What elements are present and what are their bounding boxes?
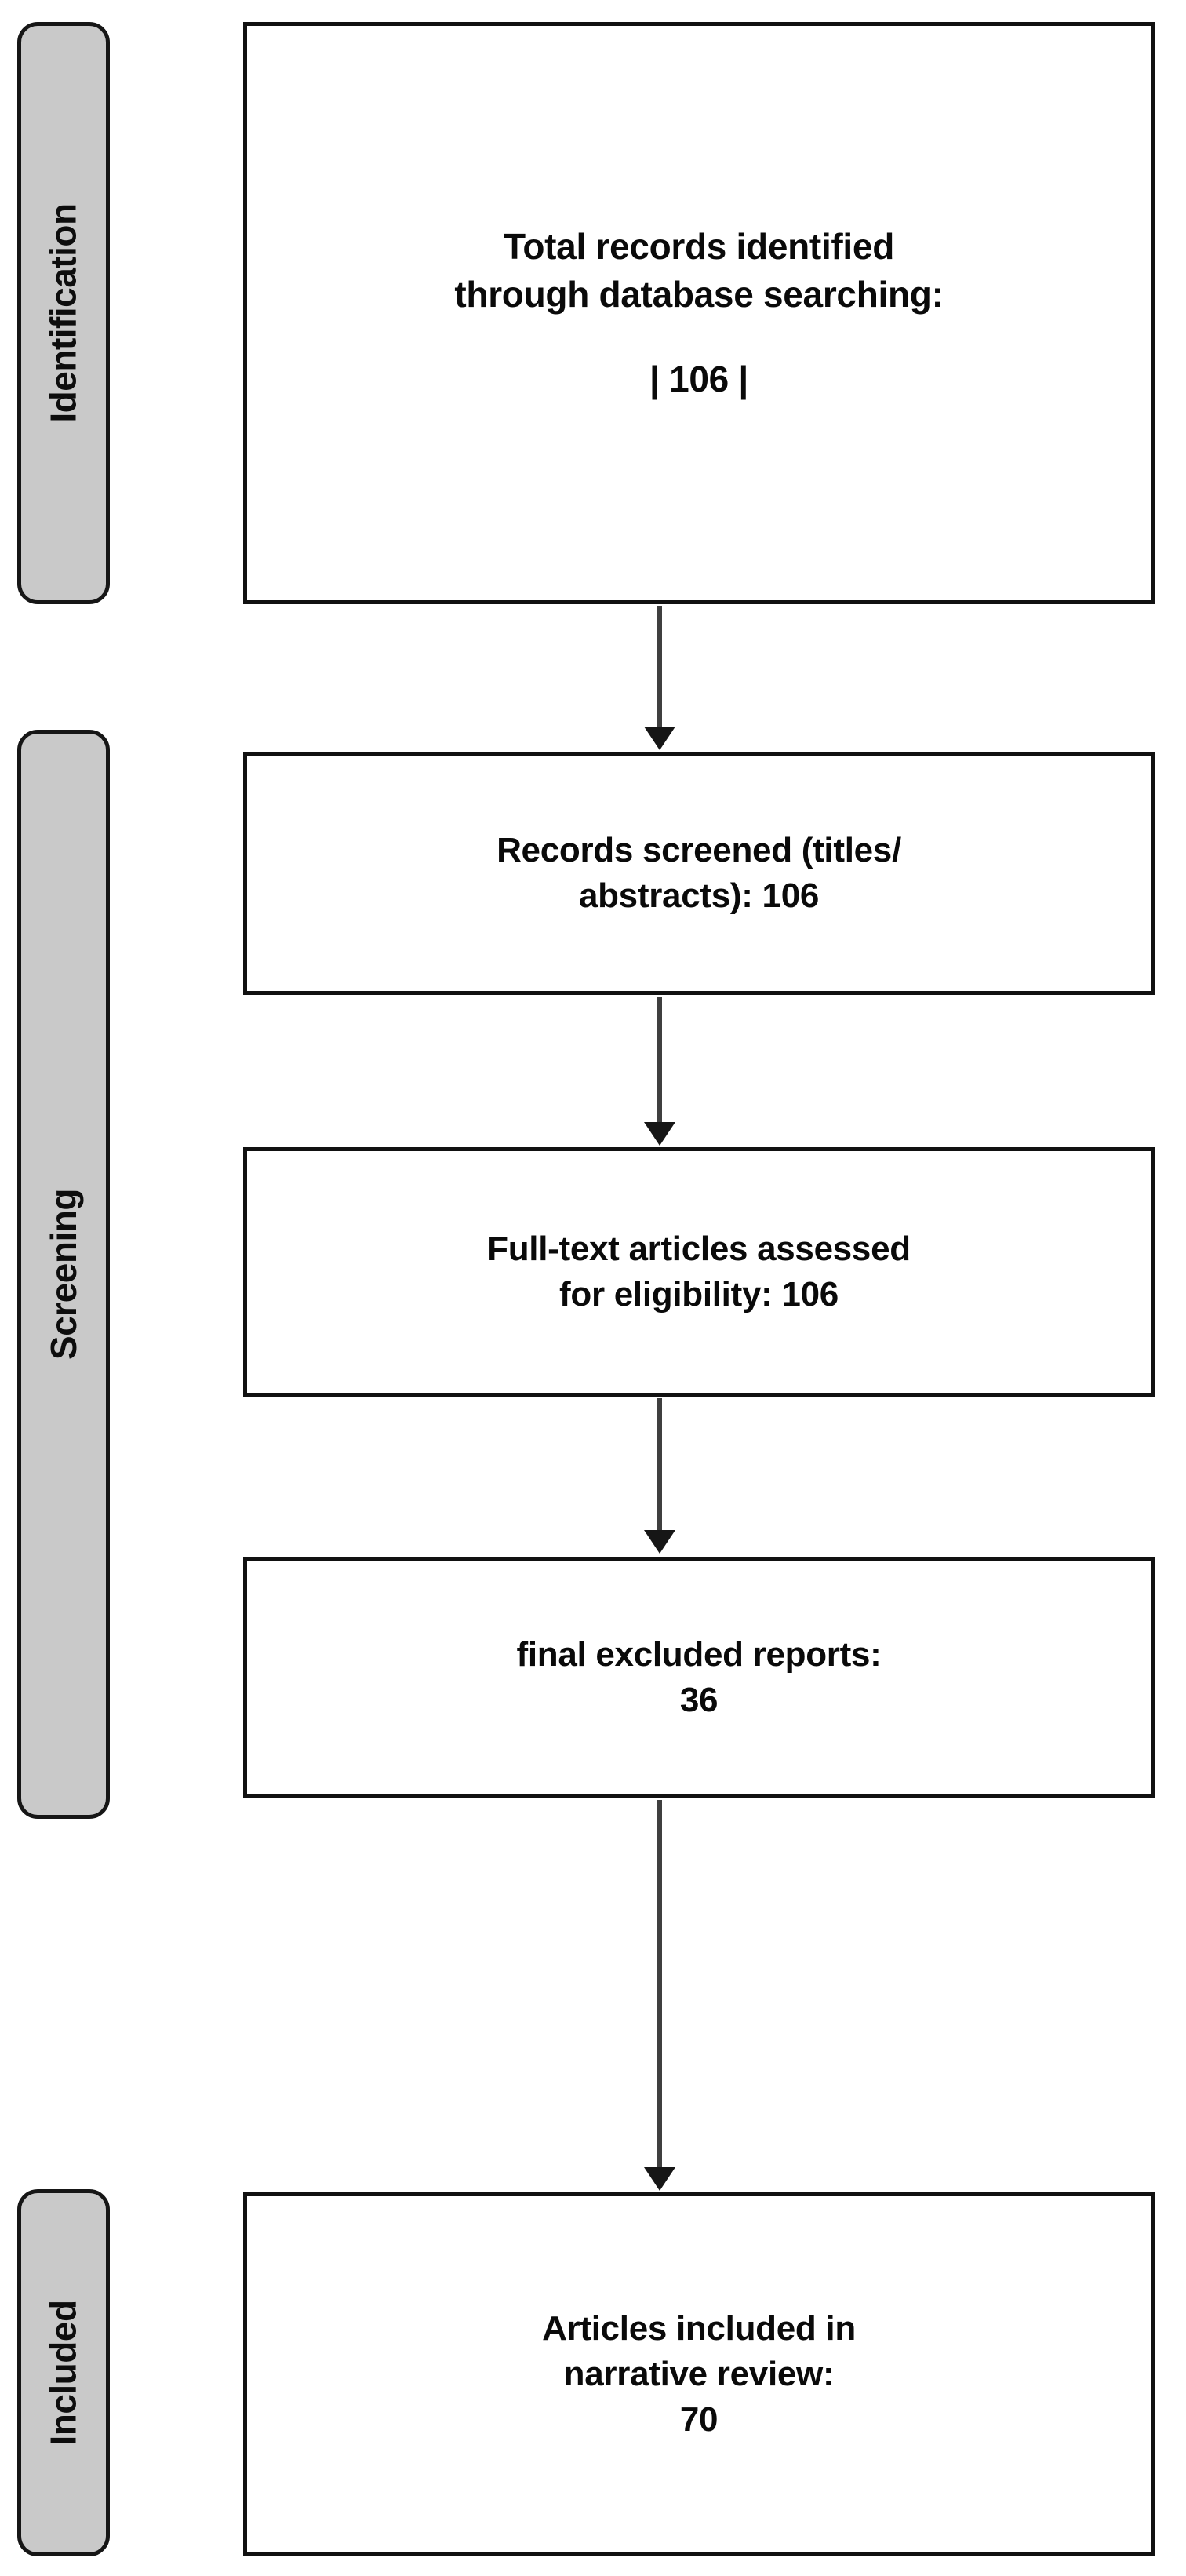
arrow-identified-to-screened	[644, 606, 675, 750]
flow-box-fulltext-assessed-title: Full-text articles assessed for eligibil…	[487, 1229, 911, 1314]
arrow-head-icon	[644, 727, 675, 750]
stage-label-identification: Identification	[17, 22, 110, 604]
flow-box-articles-included-title: Articles included in narrative review: 7…	[542, 2308, 856, 2439]
flow-box-records-identified-title: Total records identified through databas…	[454, 225, 944, 315]
flow-box-fulltext-assessed: Full-text articles assessed for eligibil…	[243, 1147, 1155, 1397]
flow-box-articles-included: Articles included in narrative review: 7…	[243, 2192, 1155, 2556]
arrow-head-icon	[644, 2167, 675, 2191]
flow-box-records-screened-title: Records screened (titles/ abstracts): 10…	[497, 830, 901, 915]
flow-box-final-excluded-reports: final excluded reports: 36	[243, 1557, 1155, 1798]
stage-label-included-text: Included	[43, 2300, 84, 2446]
flow-box-records-screened: Records screened (titles/ abstracts): 10…	[243, 752, 1155, 995]
stage-label-screening-text: Screening	[43, 1189, 85, 1360]
flow-box-final-excluded-reports-title: final excluded reports: 36	[516, 1634, 882, 1719]
arrow-head-icon	[644, 1122, 675, 1146]
arrow-head-icon	[644, 1530, 675, 1554]
flow-box-records-identified-count: | 106 |	[649, 359, 748, 400]
flow-box-records-identified: Total records identified through databas…	[243, 22, 1155, 604]
stage-label-included: Included	[17, 2189, 110, 2556]
arrow-excluded-to-included	[644, 1800, 675, 2191]
arrow-fulltext-to-excluded	[644, 1398, 675, 1554]
stage-label-screening: Screening	[17, 730, 110, 1819]
arrow-screened-to-fulltext	[644, 997, 675, 1146]
stage-label-identification-text: Identification	[43, 203, 85, 423]
